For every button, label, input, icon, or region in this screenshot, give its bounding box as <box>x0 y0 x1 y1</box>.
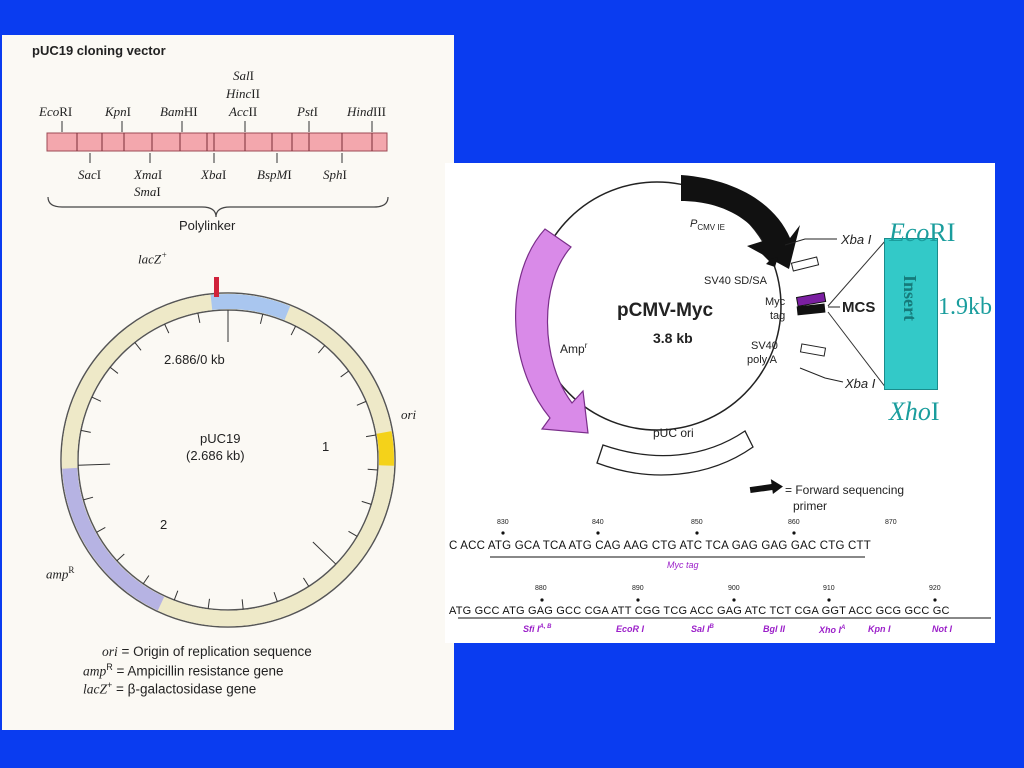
site-accii: AccII <box>229 104 258 119</box>
site-saci: SacI <box>78 167 102 182</box>
xba-top-label: Xba I <box>841 232 872 247</box>
site-ecori: EcoRI <box>39 104 73 119</box>
xhoi-overlay-label: XhoI <box>889 397 940 426</box>
seq2-num-890: 890 <box>632 585 644 592</box>
amp-r-label: Ampr <box>560 341 588 356</box>
puc19-map-graphic <box>46 121 396 628</box>
site-xmai: XmaI <box>134 167 163 182</box>
lacz-label: lacZ+ <box>138 250 168 267</box>
puc19-size: (2.686 kb) <box>186 448 245 463</box>
origin-label: 2.686/0 kb <box>164 352 225 367</box>
amp-resistance-arrow <box>515 228 589 434</box>
seq1-num-870: 870 <box>885 519 897 526</box>
insert-size-label: 1.9kb <box>938 294 992 320</box>
sv40-sdsa-label: SV40 SD/SA <box>704 275 767 287</box>
site-sali: SalI <box>233 68 254 83</box>
seq2-num-910: 910 <box>823 585 835 592</box>
site-sali-seq: Sal IB <box>691 624 714 634</box>
pcmv-myc-name: pCMV-Myc <box>617 300 714 321</box>
site-hindiii: HindIII <box>347 104 386 119</box>
primer-legend-2: primer <box>793 499 828 513</box>
seq1-num-830: 830 <box>497 519 509 526</box>
ecori-overlay-label: EcoRI <box>889 218 956 247</box>
seq2-num-880: 880 <box>535 585 547 592</box>
legend-ori: ori = Origin of replication sequence <box>102 644 312 659</box>
site-bspmi: BspMI <box>257 167 292 182</box>
site-noti: Not I <box>932 624 952 634</box>
amp-label: ampR <box>46 565 75 582</box>
xba-bottom-label: Xba I <box>845 376 876 391</box>
sv40-polya-label-2: poly A <box>747 354 777 366</box>
site-xbai: XbaI <box>201 167 227 182</box>
legend-amp: ampR = Ampicillin resistance gene <box>83 662 284 679</box>
mark-2: 2 <box>160 517 168 532</box>
site-hincii: HincII <box>226 86 260 101</box>
insert-box: Insert <box>884 238 938 390</box>
sv40-polya-label-1: SV40 <box>751 340 778 352</box>
puc19-title: pUC19 cloning vector <box>32 43 166 58</box>
sequence-line-2: ATG GCC ATG GAG GCC CGA ATT CGG TCG ACC … <box>449 605 950 617</box>
seq2-num-900: 900 <box>728 585 740 592</box>
seq1-num-860: 860 <box>788 519 800 526</box>
site-sphi: SphI <box>323 167 347 182</box>
primer-legend-1: = Forward sequencing <box>785 483 905 497</box>
site-psti: PstI <box>297 104 318 119</box>
pcmv-map-graphic <box>458 175 991 619</box>
legend-lacz: lacZ+ = β-galactosidase gene <box>83 680 257 697</box>
myc-tag-label-2: tag <box>770 310 786 322</box>
puc-ori-label: pUC ori <box>653 426 694 440</box>
site-bamhi: BamHI <box>160 104 198 119</box>
myc-tag-seq-label: Myc tag <box>667 560 699 570</box>
puc19-panel: pUC19 cloning vector EcoRI KpnI BamHI Sa… <box>2 35 454 730</box>
polylinker-label: Polylinker <box>179 218 236 233</box>
sequence-line-1: C ACC ATG GCA TCA ATG CAG AAG CTG ATC TC… <box>449 540 872 552</box>
seq2-num-920: 920 <box>929 585 941 592</box>
site-xhoi-seq: Xho IA <box>819 625 846 635</box>
pcmv-promoter-arrow <box>681 175 800 269</box>
site-ecori-seq: EcoR I <box>616 624 645 634</box>
puc19-name: pUC19 <box>200 431 241 446</box>
insert-label: Insert <box>900 275 920 321</box>
site-kpni-seq: Kpn I <box>868 624 891 634</box>
site-kpni: KpnI <box>105 104 132 119</box>
puc-ori-arc <box>596 430 754 476</box>
site-smai: SmaI <box>134 184 161 199</box>
site-sfii: Sfi IA, B <box>523 624 552 634</box>
site-bglii: Bgl II <box>763 624 785 634</box>
seq1-num-840: 840 <box>592 519 604 526</box>
mcs-label: MCS <box>842 299 876 316</box>
pcmv-myc-size: 3.8 kb <box>653 330 693 346</box>
myc-tag-label-1: Myc <box>765 296 786 308</box>
mark-1: 1 <box>322 439 330 454</box>
ori-label: ori <box>401 407 417 422</box>
pcmv-promoter-label: PCMV IE <box>690 218 725 233</box>
seq1-num-850: 850 <box>691 519 703 526</box>
